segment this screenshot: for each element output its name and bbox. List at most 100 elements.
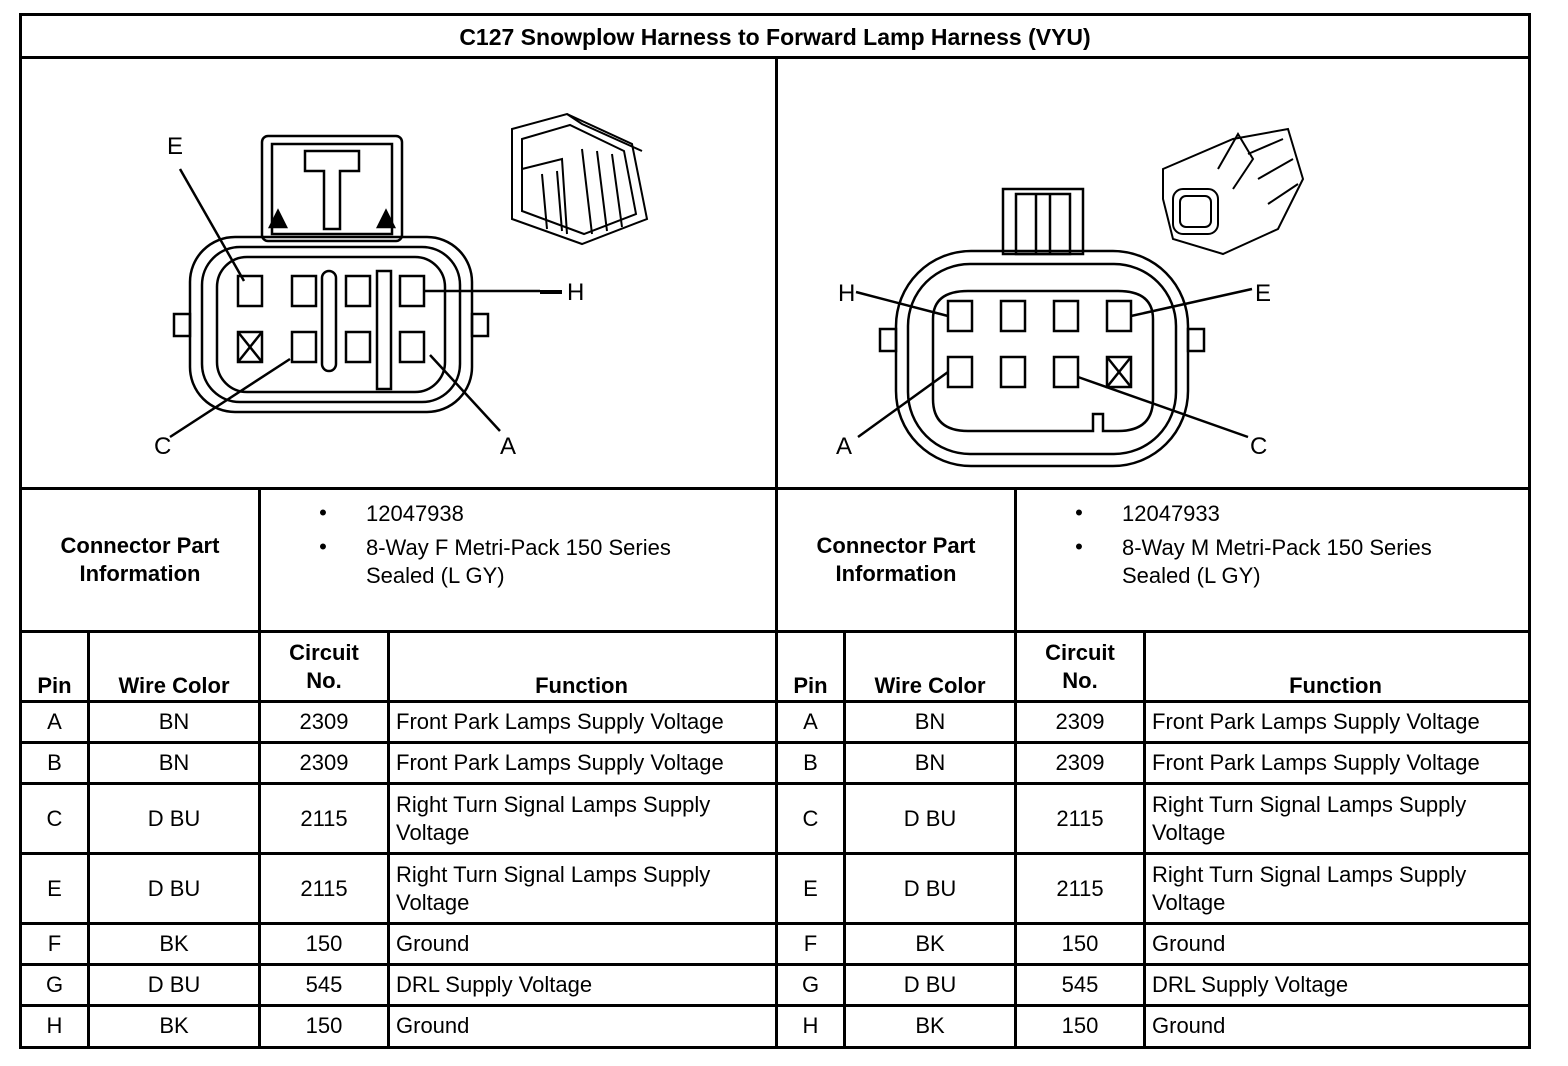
table-column-divider xyxy=(258,490,261,630)
wire-color-cell: D BU xyxy=(903,972,957,997)
male-label-h: H xyxy=(838,280,855,307)
pin-cell: G xyxy=(801,972,820,997)
wire-color-cell: D BU xyxy=(903,805,957,831)
right-part-description-line1: 8-Way M Metri-Pack 150 Series xyxy=(1122,535,1432,560)
circuit-cell: 2309 xyxy=(299,709,349,734)
right-part-description-line2: Sealed (L GY) xyxy=(1122,563,1261,588)
circuit-cell: 2115 xyxy=(1056,805,1104,831)
circuit-cell: 2115 xyxy=(300,875,348,901)
female-label-a: A xyxy=(500,433,516,460)
circuit-cell: 150 xyxy=(305,931,343,956)
table-row-divider xyxy=(22,852,1528,855)
female-label-h: H xyxy=(567,279,584,306)
function-cell: DRL Supply Voltage xyxy=(1152,972,1349,997)
circuit-cell: 2309 xyxy=(1055,709,1105,734)
right-part-details: • 12047933 • 8-Way M Metri-Pack 150 Seri… xyxy=(1017,490,1528,630)
table-column-divider xyxy=(387,633,390,1046)
male-connector-drawing: H E A C xyxy=(836,127,1305,468)
circuit-cell: 150 xyxy=(1061,1013,1099,1038)
function-cell: Front Park Lamps Supply Voltage xyxy=(396,750,724,775)
wire-color-cell: BK xyxy=(915,1013,945,1038)
bullet-icon: • xyxy=(1075,500,1083,525)
wire-color-cell: BN xyxy=(158,750,190,775)
table-row-divider xyxy=(22,963,1528,966)
male-label-a: A xyxy=(836,433,852,460)
pin-cell: C xyxy=(802,805,819,831)
function-cell: Ground xyxy=(396,1013,470,1038)
divider-drawing-bottom xyxy=(22,487,1528,490)
pin-cell: H xyxy=(46,1013,63,1038)
pin-cell: E xyxy=(803,875,818,901)
table-row-divider xyxy=(22,1004,1528,1007)
wire-color-header: Wire Color xyxy=(118,673,230,698)
pin-cell: C xyxy=(46,805,63,831)
table-column-divider xyxy=(775,490,778,1046)
circuit-cell: 2309 xyxy=(1055,750,1105,775)
wire-color-cell: BN xyxy=(158,709,190,734)
function-header: Function xyxy=(1289,673,1382,698)
connector-sheet: C127 Snowplow Harness to Forward Lamp Ha… xyxy=(19,13,1531,1049)
wire-color-cell: BK xyxy=(159,1013,189,1038)
female-connector-panel: E H C A xyxy=(22,59,778,490)
wire-color-header: Wire Color xyxy=(874,673,986,698)
circuit-cell: 150 xyxy=(1061,931,1099,956)
circuit-cell: 2115 xyxy=(300,805,348,831)
function-header: Function xyxy=(535,673,628,698)
function-cell: Ground xyxy=(1152,1013,1226,1038)
table-column-divider xyxy=(1014,490,1017,630)
pin-cell: H xyxy=(802,1013,819,1038)
male-label-e: E xyxy=(1255,280,1271,307)
table-column-divider xyxy=(1143,633,1146,1046)
male-connector-panel: H E A C xyxy=(778,59,1528,490)
left-part-description-line2: Sealed (L GY) xyxy=(366,563,505,588)
function-cell: Ground xyxy=(1152,931,1226,956)
function-cell: Front Park Lamps Supply Voltage xyxy=(396,709,724,734)
left-part-details: • 12047938 • 8-Way F Metri-Pack 150 Seri… xyxy=(261,490,775,630)
pin-cell: B xyxy=(803,750,818,775)
pin-cell: A xyxy=(803,709,818,734)
pin-cell: E xyxy=(47,875,62,901)
circuit-cell: 2115 xyxy=(1056,875,1104,901)
function-cell: DRL Supply Voltage xyxy=(396,972,593,997)
pin-header: Pin xyxy=(37,673,72,698)
left-part-description-line1: 8-Way F Metri-Pack 150 Series xyxy=(366,535,671,560)
circuit-cell: 545 xyxy=(305,972,343,997)
bullet-icon: • xyxy=(319,500,327,525)
table-row-divider xyxy=(22,700,1528,703)
function-cell: Ground xyxy=(396,931,470,956)
pin-cell: B xyxy=(47,750,62,775)
circuit-cell: 150 xyxy=(305,1013,343,1038)
female-label-c: C xyxy=(154,433,171,460)
pin-cell: F xyxy=(803,931,818,956)
bullet-icon: • xyxy=(319,534,327,559)
wire-color-cell: D BU xyxy=(903,875,957,901)
pin-header: Pin xyxy=(793,673,828,698)
pin-cell: F xyxy=(47,931,62,956)
wire-color-cell: D BU xyxy=(147,805,201,831)
table-column-divider xyxy=(1014,633,1017,1046)
pin-cell: G xyxy=(45,972,64,997)
wire-color-cell: D BU xyxy=(147,972,201,997)
circuit-cell: 2309 xyxy=(299,750,349,775)
left-part-number: 12047938 xyxy=(366,501,464,526)
table-row-divider xyxy=(22,922,1528,925)
function-cell: Front Park Lamps Supply Voltage xyxy=(1152,750,1480,775)
table-column-divider xyxy=(843,633,846,1046)
table-column-divider xyxy=(258,633,261,1046)
female-label-e: E xyxy=(167,133,183,160)
function-cell: Front Park Lamps Supply Voltage xyxy=(1152,709,1480,734)
wire-color-cell: D BU xyxy=(147,875,201,901)
table-column-divider xyxy=(87,633,90,1046)
male-label-c: C xyxy=(1250,433,1267,460)
right-part-number: 12047933 xyxy=(1122,501,1220,526)
bullet-icon: • xyxy=(1075,534,1083,559)
table-row-divider xyxy=(22,741,1528,744)
